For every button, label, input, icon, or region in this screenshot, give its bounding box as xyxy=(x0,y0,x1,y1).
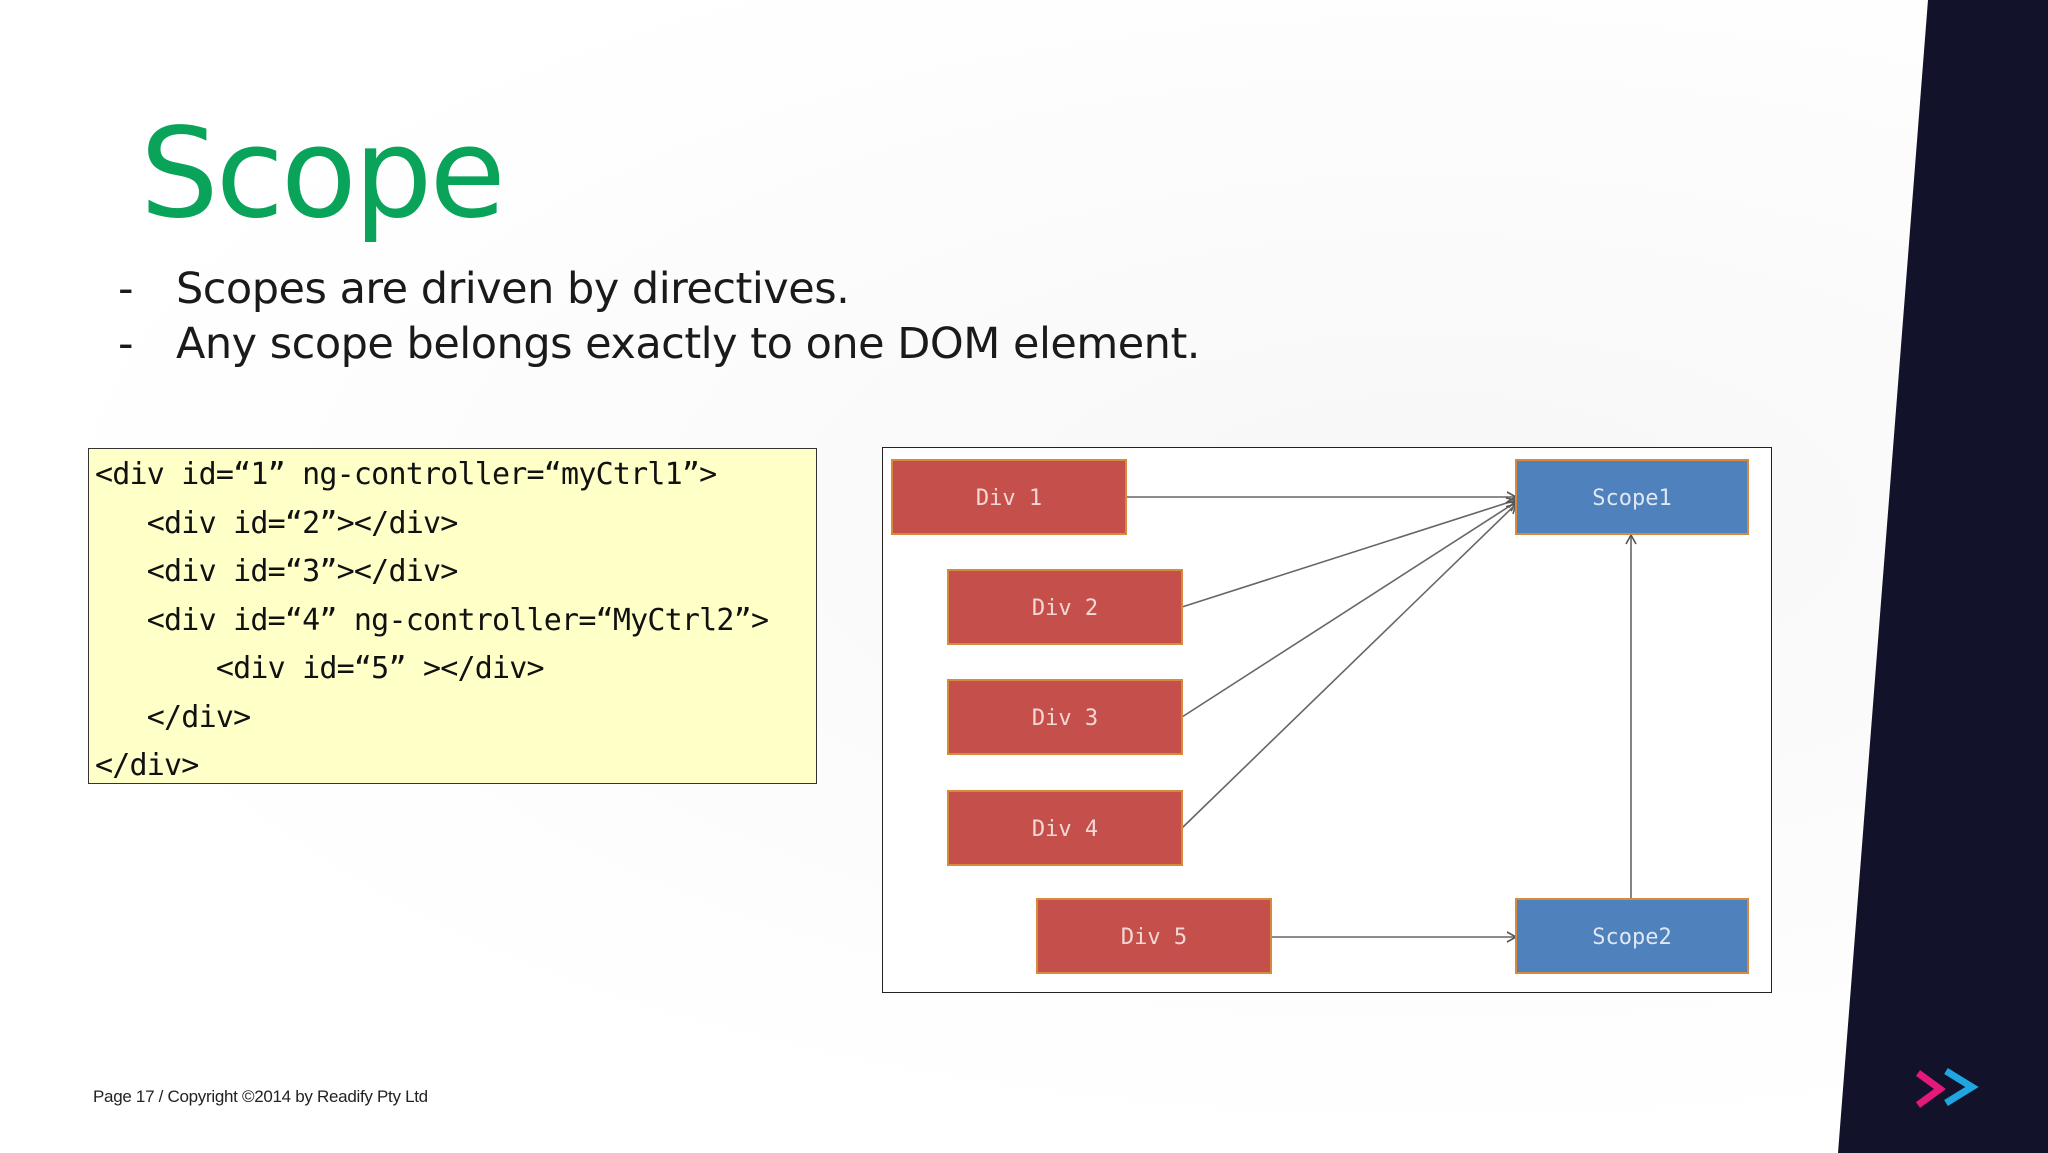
arrow-div3-scope1 xyxy=(1181,501,1518,718)
bullet-item: -Any scope belongs exactly to one DOM el… xyxy=(118,317,1200,372)
scope1-box: Scope1 xyxy=(1515,459,1749,535)
bullet-dash: - xyxy=(118,264,134,314)
readify-logo-icon xyxy=(1915,1068,1979,1108)
arrow-div2-scope1 xyxy=(1181,497,1518,608)
div3-box: Div 3 xyxy=(947,679,1183,755)
scope-diagram-svg: Div 1 Div 2 Div 3 Div 4 Div 5 Scope1 xyxy=(891,459,1749,974)
slide-title: Scope xyxy=(140,102,506,246)
div3-label: Div 3 xyxy=(1032,706,1098,731)
scope2-box: Scope2 xyxy=(1515,898,1749,974)
bullet-text: Scopes are driven by directives. xyxy=(176,264,850,314)
page-footer: Page 17 / Copyright ©2014 by Readify Pty… xyxy=(93,1087,428,1106)
div4-box: Div 4 xyxy=(947,790,1183,866)
code-line: </div> xyxy=(95,748,199,783)
arrow-div4-scope1 xyxy=(1181,502,1518,829)
bullet-dash: - xyxy=(118,319,134,369)
div5-label: Div 5 xyxy=(1121,925,1187,950)
scope1-label: Scope1 xyxy=(1592,486,1671,511)
code-line: </div> xyxy=(95,699,251,735)
bullet-item: -Scopes are driven by directives. xyxy=(118,262,1200,317)
bullet-text: Any scope belongs exactly to one DOM ele… xyxy=(176,319,1200,369)
code-line: <div id=“2”></div> xyxy=(95,505,459,541)
div1-label: Div 1 xyxy=(976,486,1042,511)
scope2-label: Scope2 xyxy=(1592,925,1671,950)
scope-diagram: Div 1 Div 2 Div 3 Div 4 Div 5 Scope1 xyxy=(882,447,1772,993)
bullet-list: -Scopes are driven by directives. -Any s… xyxy=(118,262,1200,372)
code-line: <div id=“3”></div> xyxy=(95,554,459,589)
div1-box: Div 1 xyxy=(891,459,1127,535)
div4-label: Div 4 xyxy=(1032,817,1098,842)
code-line: <div id=“5” ></div> xyxy=(95,651,545,686)
code-snippet: <div id=“1” ng-controller=“myCtrl1”> <di… xyxy=(88,448,817,784)
div5-box: Div 5 xyxy=(1036,898,1272,974)
code-line: <div id=“1” ng-controller=“myCtrl1”> xyxy=(95,457,717,492)
code-line: <div id=“4” ng-controller=“MyCtrl2”> xyxy=(95,602,769,638)
div2-label: Div 2 xyxy=(1032,596,1098,621)
div2-box: Div 2 xyxy=(947,569,1183,645)
